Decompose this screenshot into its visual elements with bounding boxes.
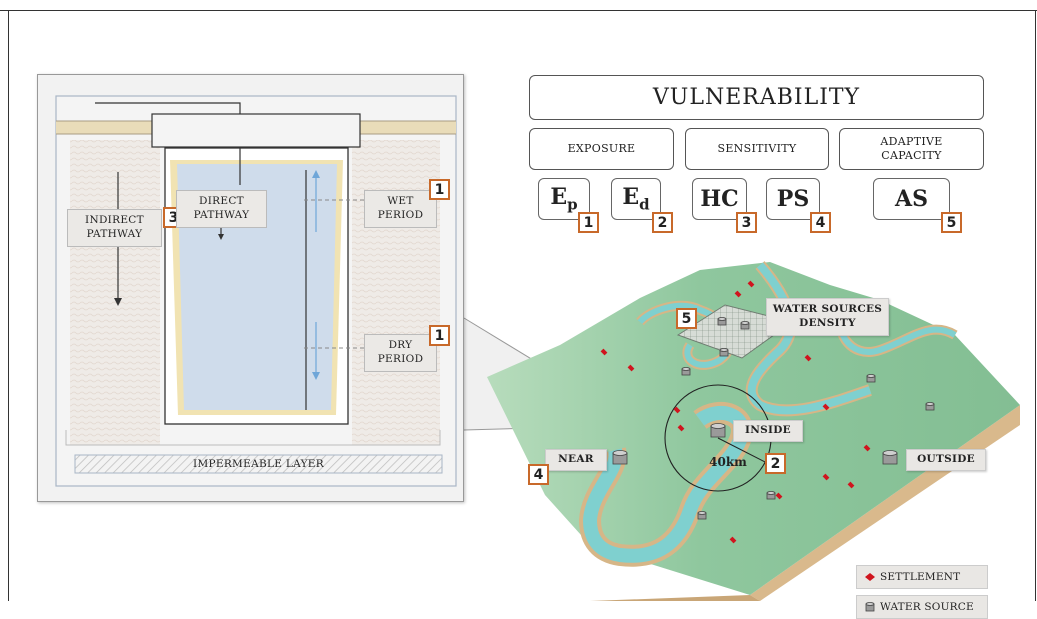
component-as: AS bbox=[873, 178, 950, 220]
wet-period-number-badge: 1 bbox=[429, 179, 450, 200]
hc-label: HC bbox=[700, 186, 739, 212]
ep-label: Ep bbox=[550, 184, 578, 214]
vulnerability-title: VULNERABILITY bbox=[652, 85, 861, 110]
sensitivity-label: SENSITIVITY bbox=[717, 141, 797, 155]
figure-frame-right bbox=[1035, 10, 1036, 601]
well-cross-section bbox=[55, 95, 457, 487]
figure-frame-top bbox=[0, 10, 1037, 11]
water-sources-number-badge: 5 bbox=[676, 308, 697, 329]
as-label: AS bbox=[895, 186, 928, 212]
ed-label: Ed bbox=[622, 184, 650, 214]
outside-label: OUTSIDE bbox=[906, 449, 986, 471]
radius-number-badge: 2 bbox=[765, 453, 786, 474]
exposure-label: EXPOSURE bbox=[567, 141, 636, 155]
figure-frame-left bbox=[8, 10, 9, 601]
radius-label: 40km bbox=[709, 455, 747, 469]
water-source-icon bbox=[865, 602, 875, 612]
impermeable-layer-label: IMPERMEABLE LAYER bbox=[193, 458, 324, 470]
ps-number-badge: 4 bbox=[810, 212, 831, 233]
inside-label: INSIDE bbox=[733, 420, 803, 442]
component-hc: HC bbox=[692, 178, 747, 220]
legend-water-source: WATER SOURCE bbox=[856, 595, 988, 619]
legend-settlement: SETTLEMENT bbox=[856, 565, 988, 589]
adaptive-capacity-label: ADAPTIVE CAPACITY bbox=[880, 135, 942, 164]
settlement-icon bbox=[865, 573, 875, 581]
legend-settlement-label: SETTLEMENT bbox=[880, 571, 961, 583]
as-number-badge: 5 bbox=[941, 212, 962, 233]
near-label: NEAR bbox=[545, 449, 607, 471]
vulnerability-title-box: VULNERABILITY bbox=[529, 75, 984, 120]
exposure-box: EXPOSURE bbox=[529, 128, 674, 170]
component-ps: PS bbox=[766, 178, 820, 220]
near-number-badge: 4 bbox=[528, 464, 549, 485]
ep-number-badge: 1 bbox=[578, 212, 599, 233]
hc-number-badge: 3 bbox=[736, 212, 757, 233]
dry-period-number-badge: 1 bbox=[429, 325, 450, 346]
adaptive-capacity-box: ADAPTIVE CAPACITY bbox=[839, 128, 984, 170]
adaptive-line-1: ADAPTIVE bbox=[880, 134, 943, 148]
legend-water-source-label: WATER SOURCE bbox=[880, 601, 974, 613]
sensitivity-box: SENSITIVITY bbox=[685, 128, 829, 170]
ps-label: PS bbox=[776, 186, 810, 212]
adaptive-line-2: CAPACITY bbox=[881, 149, 942, 162]
ed-number-badge: 2 bbox=[652, 212, 673, 233]
component-ed: Ed bbox=[611, 178, 661, 220]
